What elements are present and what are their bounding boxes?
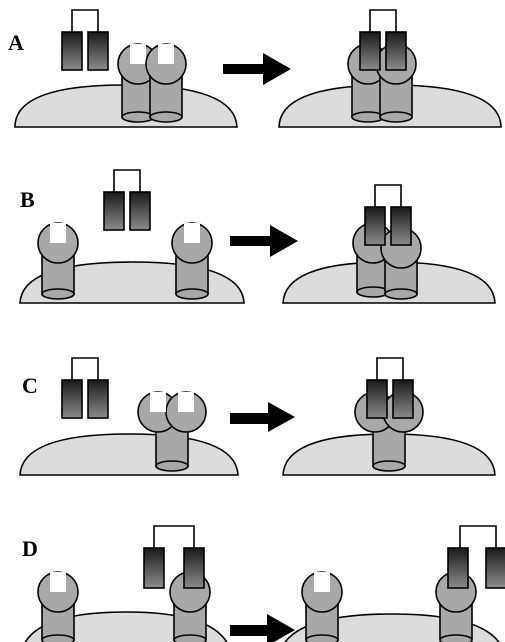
panel-label-c: C [22,373,38,398]
ligand [143,525,205,589]
right-arrow [223,53,291,85]
receptor [171,222,213,300]
ligand [359,9,407,71]
panel-c: C [19,357,496,476]
receptor [37,571,79,642]
ligand [61,357,109,419]
panel-label-b: B [20,187,35,212]
receptor-dimer [137,391,207,472]
ligand [447,525,505,589]
membrane [19,433,239,476]
ligand [364,184,412,246]
receptor [145,43,187,123]
right-arrow [230,402,295,432]
ligand [103,169,151,231]
ligand [61,9,109,71]
receptor [117,43,159,123]
right-arrow [230,225,298,257]
right-arrow [230,614,295,642]
panel-d: D [22,525,505,642]
receptor [37,222,79,300]
receptor [301,571,343,642]
ligand [366,357,414,419]
panel-label-d: D [22,536,38,561]
panel-a: A [8,9,502,128]
panel-b: B [19,169,496,304]
panel-label-a: A [8,30,24,55]
